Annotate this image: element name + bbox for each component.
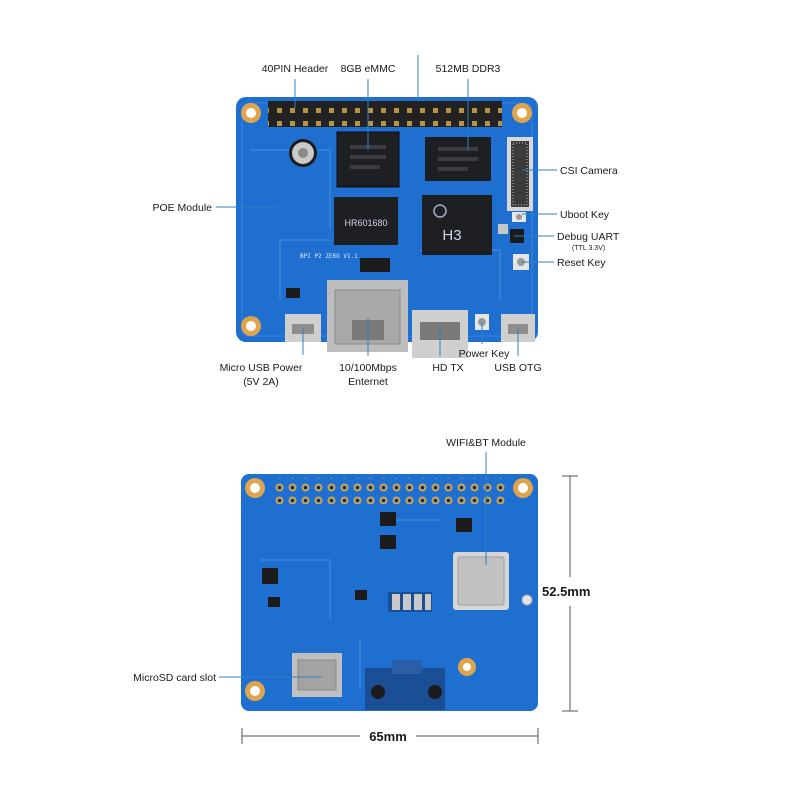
csi-connector — [507, 137, 533, 211]
label-micro-usb-power-spec: (5V 2A) — [243, 376, 279, 388]
soc-label: H3 — [442, 227, 461, 244]
label-uboot-key: Uboot Key — [560, 209, 610, 221]
label-poe-module: POE Module — [152, 202, 212, 214]
gpio-header-holes — [271, 478, 505, 504]
label-csi-camera: CSI Camera — [560, 165, 618, 177]
height-dimension — [562, 475, 578, 712]
label-reset-key: Reset Key — [557, 257, 606, 269]
connector-underside — [365, 660, 445, 710]
label-ethernet: Enternet — [348, 376, 388, 388]
label-emmc: 8GB eMMC — [341, 63, 396, 75]
top-board: HR601680 H3 BPI P2 ZERO V1.1 — [236, 97, 538, 358]
capacitor — [289, 139, 317, 167]
mounting-hole — [241, 316, 261, 336]
label-power-key: Power Key — [459, 348, 511, 360]
microsd-slot — [292, 653, 342, 697]
antenna-connector — [521, 594, 533, 606]
h3-soc: H3 — [422, 195, 492, 255]
mounting-hole — [513, 478, 533, 498]
label-debug-uart: Debug UART — [557, 231, 620, 243]
component-array — [388, 592, 432, 612]
label-width-dimension: 65mm — [369, 729, 407, 744]
phy-chip-text: HR601680 — [344, 218, 387, 228]
label-microsd-slot: MicroSD card slot — [133, 672, 216, 684]
label-40pin-header: 40PIN Header — [262, 63, 329, 75]
mounting-hole — [245, 478, 265, 498]
label-usb-otg: USB OTG — [494, 362, 541, 374]
top-leader-lines — [216, 55, 557, 356]
width-dimension — [241, 728, 539, 744]
mounting-hole — [245, 681, 265, 701]
label-debug-uart-sub: (TTL 3.3V) — [572, 245, 605, 252]
board-silkscreen: BPI P2 ZERO V1.1 — [300, 253, 358, 260]
label-ethernet-speed: 10/100Mbps — [339, 362, 397, 374]
mounting-hole — [241, 103, 261, 123]
uboot-key — [512, 212, 526, 222]
bottom-board — [241, 474, 538, 711]
label-hd-tx: HD TX — [432, 362, 463, 374]
label-height-dimension: 52.5mm — [542, 584, 590, 599]
gpio-header — [268, 101, 502, 127]
ddr3-chip — [425, 137, 491, 181]
bottom-leader-lines — [219, 452, 487, 678]
ethernet-phy-chip: HR601680 — [334, 197, 398, 245]
mounting-hole — [512, 103, 532, 123]
label-ddr3: 512MB DDR3 — [436, 63, 501, 75]
wifi-bt-module — [453, 552, 509, 610]
label-wifi-bt-module: WIFI&BT Module — [446, 437, 526, 449]
mounting-hole — [458, 658, 476, 676]
label-micro-usb-power: Micro USB Power — [220, 362, 303, 374]
